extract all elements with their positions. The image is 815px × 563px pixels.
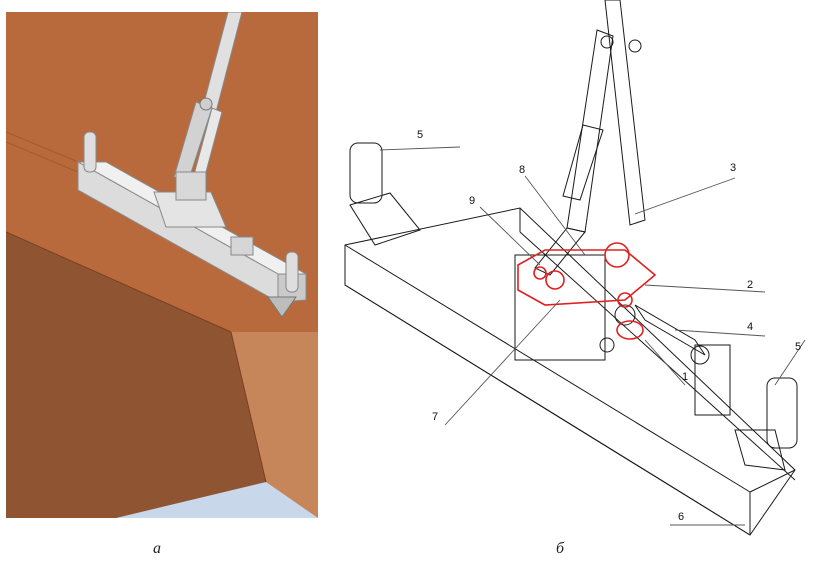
highlighted-hinge [517, 242, 657, 340]
callout-3: 3 [730, 162, 736, 174]
carriage [153, 171, 254, 256]
callout-8: 8 [519, 164, 525, 176]
leader-lines [379, 146, 806, 526]
panel-a-render [5, 11, 318, 518]
callout-2: 2 [747, 279, 753, 291]
arm-linkage [173, 11, 243, 188]
callout-7: 7 [432, 411, 438, 423]
caption-a: а [153, 540, 161, 557]
post-left [83, 131, 97, 173]
line-drawing: 5 8 9 3 2 4 1 5 7 6 [344, 0, 806, 536]
wall-shadow-face [6, 232, 266, 518]
tip [267, 296, 297, 318]
callout-4: 4 [747, 321, 753, 333]
panel-b-drawing: 5 8 9 3 2 4 1 5 7 6 [335, 0, 813, 545]
callout-6: 6 [678, 511, 684, 523]
callout-5-left: 5 [417, 129, 423, 141]
drawing-lines [344, 0, 798, 536]
callout-1: 1 [682, 371, 688, 383]
post-right [285, 251, 299, 293]
callout-5-right: 5 [795, 341, 801, 353]
caption-b: б [555, 540, 565, 557]
callout-9: 9 [469, 195, 475, 207]
wall-side-face [231, 332, 318, 518]
render-illustration [5, 11, 318, 518]
